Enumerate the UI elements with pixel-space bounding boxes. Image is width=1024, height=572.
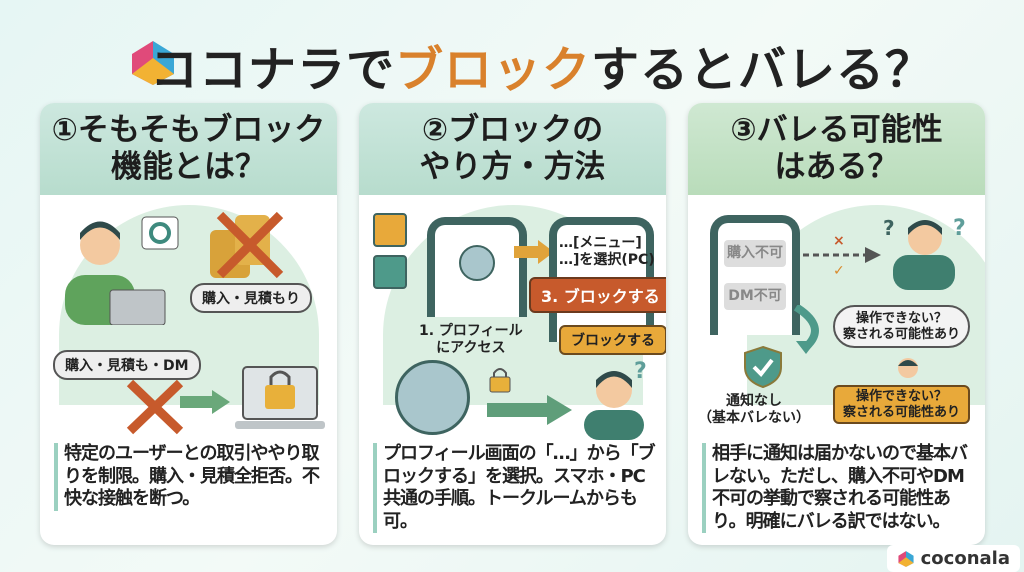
card-title-line2: やり方・方法 xyxy=(419,149,606,185)
step1-line2: にアクセス xyxy=(436,339,506,356)
confused-person-icon: ? xyxy=(584,360,647,440)
card-title: ①そもそもブロック機能とは？ xyxy=(40,103,337,195)
card-title-line1: ②ブロックの xyxy=(421,111,604,148)
hand-cross-icon xyxy=(126,379,184,435)
card-title-line2: 機能とは？ xyxy=(110,149,266,185)
step3-block-label: 3. ブロックする xyxy=(529,277,666,313)
blocker-avatar-icon xyxy=(395,360,470,435)
callout-label: 操作できない？察される可能性あり xyxy=(833,385,971,425)
title-post: するとバレる？ xyxy=(591,42,935,98)
card-title-line1: ①そもそもブロック xyxy=(51,111,326,148)
card-title-line2: はある？ xyxy=(774,149,899,185)
block-button[interactable]: ブロックする xyxy=(559,325,666,355)
callout-line1: 操作できない？ xyxy=(856,389,948,404)
card-title: ②ブロックのやり方・方法 xyxy=(359,103,666,195)
lock-icon xyxy=(489,368,511,393)
svg-text:?: ? xyxy=(883,216,895,240)
purchase-estimate-dm-pill: 購入・見積も・DM xyxy=(53,350,201,380)
locked-laptop-icon xyxy=(235,366,325,429)
svg-text:✓: ✓ xyxy=(833,263,845,275)
card-title: ③バレる可能性はある？ xyxy=(688,103,985,195)
phone-profile-icon xyxy=(427,217,527,317)
card-body-text: 相手に通知は届かないので基本バレない。ただし、購入不可やDM不可の挙動で察される… xyxy=(702,443,979,533)
purchase-estimate-pill: 購入・見積もり xyxy=(190,283,312,313)
person-icon xyxy=(898,358,918,378)
menu-line1: …[メニュー] xyxy=(559,235,642,251)
no-dm-label: DM不可 xyxy=(724,283,786,310)
dashed-arrow-icon: ×✓ xyxy=(803,235,881,275)
thought-line1: 操作できない？ xyxy=(856,311,948,326)
card-title-line1: ③バレる可能性 xyxy=(730,111,943,148)
no-notice-label: 通知なし（基本バレない） xyxy=(698,393,810,427)
card-detection-risk: ③バレる可能性はある？ 購入不可 DM不可 ×✓ ?? 通知なし（基本バレない）… xyxy=(688,103,985,545)
card-how-to-block: ②ブロックのやり方・方法 …[メニュー]…]を選択(PC) 3. ブロックする … xyxy=(359,103,666,545)
gear-icon xyxy=(141,216,179,250)
coconala-logo-icon xyxy=(132,41,174,85)
svg-text:?: ? xyxy=(953,216,966,241)
step1-label: 1. プロフィールにアクセス xyxy=(419,323,523,357)
title-pre: ココナラで xyxy=(149,42,395,98)
callout-line2: 察される可能性あり xyxy=(843,404,961,420)
avatar-icon xyxy=(373,213,407,247)
step1-line1: 1. プロフィール xyxy=(419,323,523,339)
card-body-text: プロフィール画面の「…」から「ブロックする」を選択。スマホ・PC共通の手順。トー… xyxy=(373,443,660,533)
thought-line2: 察される可能性あり xyxy=(843,326,961,342)
avatar-icon xyxy=(373,255,407,289)
shield-check-icon xyxy=(744,345,782,389)
svg-text:?: ? xyxy=(634,360,647,384)
arrow-right-icon xyxy=(487,395,572,425)
svg-text:×: × xyxy=(833,235,845,249)
menu-line2: …]を選択(PC) xyxy=(559,251,655,268)
menu-label: …[メニュー]…]を選択(PC) xyxy=(559,235,655,269)
arrow-right-icon xyxy=(514,240,554,264)
coins-cross-icon xyxy=(210,211,284,279)
thought-bubble: 操作できない？察される可能性あり xyxy=(833,305,971,349)
card-block-feature: ①そもそもブロック機能とは？ 購入・見積もり 購入・見積も・DM 特定のユーザー… xyxy=(40,103,337,545)
no-purchase-label: 購入不可 xyxy=(724,240,786,267)
confused-person-phone-icon: ?? xyxy=(883,216,966,290)
person-at-laptop-icon xyxy=(65,221,166,325)
notice-line1: 通知なし xyxy=(726,393,782,409)
arrow-right-icon xyxy=(180,390,230,414)
card-body-text: 特定のユーザーとの取引ややり取りを制限。購入・見積全拒否。不快な接触を断つ。 xyxy=(54,443,331,511)
brand-name: coconala xyxy=(920,548,1010,569)
coconala-logo-icon xyxy=(898,550,914,567)
notice-line2: （基本バレない） xyxy=(698,409,810,426)
phone-restricted-icon xyxy=(710,215,800,335)
curved-arrow-icon xyxy=(793,305,819,354)
title-accent: ブロック xyxy=(394,42,591,98)
page-title: ココナラでブロックするとバレる？ xyxy=(0,30,1024,100)
coconala-brand: coconala xyxy=(886,545,1020,572)
